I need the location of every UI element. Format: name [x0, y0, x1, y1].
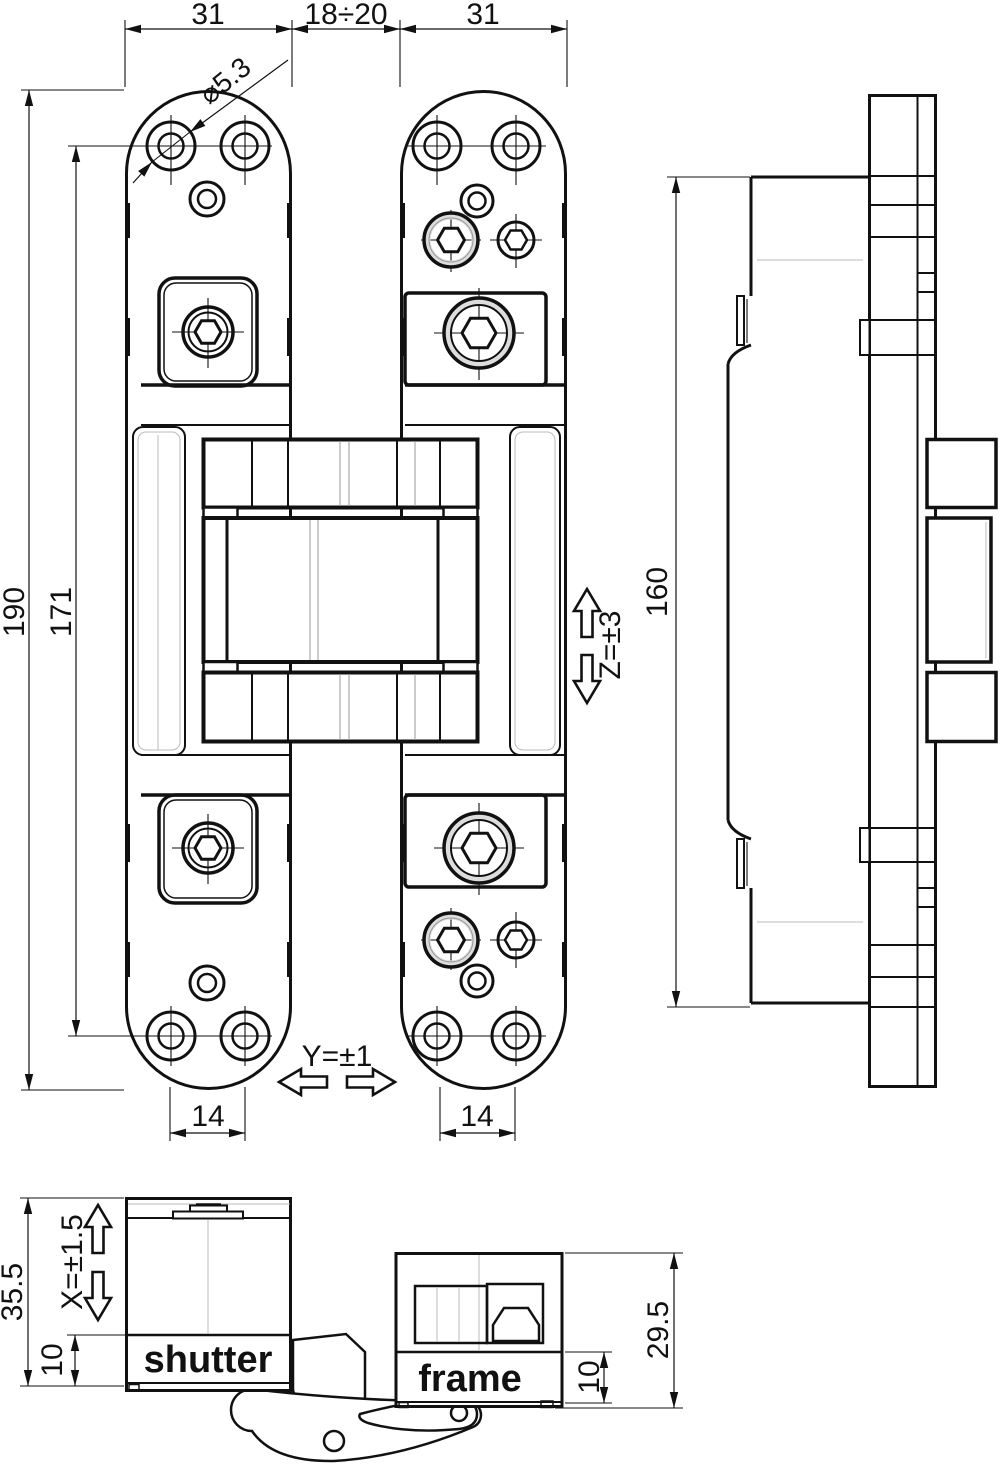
central-knuckle: [201, 437, 480, 744]
shutter-label: shutter: [144, 1339, 273, 1381]
frame-label: frame: [418, 1358, 522, 1400]
linkage-pivot-hole: [322, 1429, 346, 1453]
shutter-part: shutter: [125, 1197, 292, 1392]
dimension-heights: 190 171: [0, 89, 124, 1091]
dim-frame-depth: 29.5: [642, 1301, 675, 1359]
dim-total-height: 190: [0, 587, 31, 637]
side-view: 160: [641, 94, 998, 1088]
dim-side-height: 160: [641, 567, 674, 617]
dim-right-leaf-width: 31: [466, 0, 499, 31]
side-body: [726, 175, 868, 1005]
dimension-side-height: 160: [641, 176, 750, 1008]
dimension-frame-depth: 10 29.5: [555, 1252, 683, 1409]
pivot-cap: [172, 1210, 244, 1220]
dim-left-leaf-width: 31: [191, 0, 224, 31]
side-knuckle: [925, 437, 998, 744]
latch-profile: [491, 1306, 541, 1343]
dimension-shutter-depth: 35.5 10: [0, 1197, 126, 1387]
dim-right-foot: 14: [460, 1100, 493, 1133]
adjustment-depth: X=±1.5: [56, 1203, 113, 1322]
adj-vertical-label: Z=±3: [594, 611, 627, 680]
dim-left-foot: 14: [191, 1100, 224, 1133]
adj-depth-label: X=±1.5: [56, 1214, 89, 1310]
front-view: 31 18÷20 31 ⌀5.3 190 171 14: [0, 0, 627, 1141]
adjustment-vertical: Z=±3: [572, 587, 627, 705]
dimension-foot-widths: 14 14: [169, 1087, 516, 1141]
dim-center-gap: 18÷20: [304, 0, 387, 31]
dimension-top-widths: 31 18÷20 31: [124, 0, 568, 87]
adj-lateral-label: Y=±1: [302, 1040, 373, 1073]
frame-part: frame: [394, 1252, 564, 1409]
right-leaf: [400, 90, 567, 1090]
dim-shutter-plate: 10: [36, 1343, 69, 1376]
dim-hole-span: 171: [45, 587, 78, 637]
dim-frame-plate: 10: [573, 1360, 606, 1393]
side-frame-plate: [859, 94, 937, 1088]
section-view: shutter frame 35.5 10: [0, 1197, 683, 1463]
dim-shutter-depth: 35.5: [0, 1263, 29, 1321]
adjustment-lateral: Y=±1: [277, 1040, 397, 1097]
